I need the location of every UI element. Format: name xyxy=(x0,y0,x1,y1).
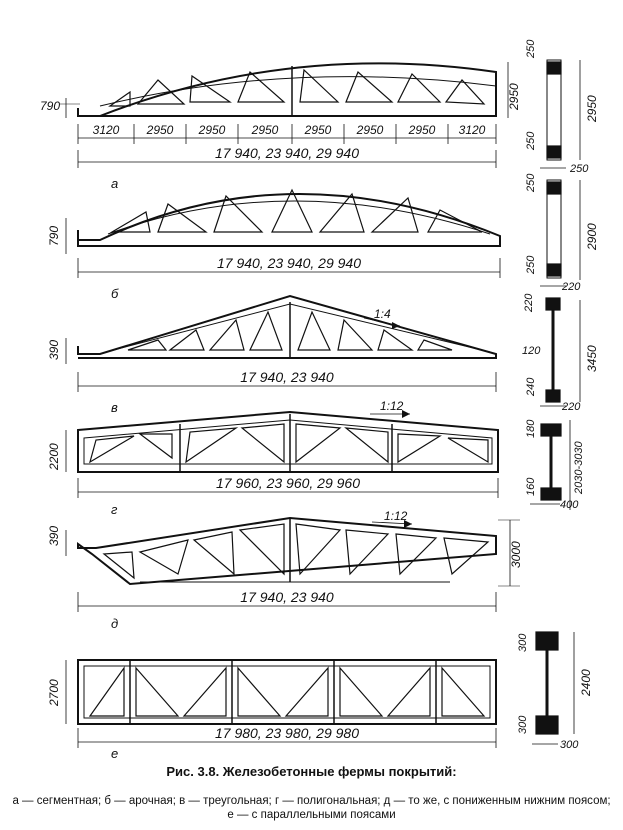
caption-title: Рис. 3.8. Железобетонные фермы покрытий: xyxy=(166,764,457,779)
section-e-bottom: 300 xyxy=(517,715,529,734)
section-g-width: 400 xyxy=(560,499,579,511)
section-a-top: 250 xyxy=(525,39,537,59)
rise-label-d: 3000 xyxy=(509,541,523,568)
letter-d: д xyxy=(111,616,118,631)
letter-e: е xyxy=(111,746,118,760)
span-label-g: 17 960, 23 960, 29 960 xyxy=(216,475,360,491)
panel-a-1: 3120 xyxy=(93,123,120,137)
span-label-e: 17 980, 23 980, 29 980 xyxy=(215,725,359,741)
section-e-width: 300 xyxy=(560,739,579,751)
section-g-bottom: 160 xyxy=(525,477,537,496)
section-b-top: 250 xyxy=(525,173,537,193)
height-label-d: 390 xyxy=(47,526,61,546)
panel-a-5: 2950 xyxy=(304,123,332,137)
panel-a-3: 2950 xyxy=(198,123,226,137)
section-c-width: 220 xyxy=(561,401,581,413)
panel-a-7: 2950 xyxy=(408,123,436,137)
section-b-bottom: 250 xyxy=(525,255,537,275)
section-c-top: 220 xyxy=(523,293,535,313)
truss-g: 1:12 2200 17 960, 23 960, 29 960 г 180 1… xyxy=(47,399,585,517)
section-e-top: 300 xyxy=(517,633,529,652)
span-label-c: 17 940, 23 940 xyxy=(240,369,334,385)
truss-e: 2700 17 980, 23 980, 29 980 е 300 300 24… xyxy=(47,631,593,760)
section-g-top: 180 xyxy=(525,419,537,438)
span-label-d: 17 940, 23 940 xyxy=(240,589,334,605)
section-c-bottom: 240 xyxy=(525,377,537,397)
span-label-b: 17 940, 23 940, 29 940 xyxy=(217,255,361,271)
section-g-height: 2030-3030 xyxy=(573,441,585,495)
rise-label-a: 2950 xyxy=(507,83,521,111)
section-a-width: 250 xyxy=(569,163,589,175)
truss-c: 1:4 390 17 940, 23 940 в 220 120 240 345… xyxy=(47,293,599,415)
letter-g: г xyxy=(111,502,118,517)
letter-b: б xyxy=(111,286,119,301)
section-b-height: 2900 xyxy=(585,223,599,251)
height-label-a: 790 xyxy=(40,99,60,113)
slope-label-c: 1:4 xyxy=(374,307,391,321)
panel-a-8: 3120 xyxy=(459,123,486,137)
section-a-height: 2950 xyxy=(585,95,599,123)
truss-a: 790 3120 2950 2950 2950 2950 2950 2950 3… xyxy=(40,39,599,191)
height-label-b: 790 xyxy=(47,226,61,246)
slope-label-g: 1:12 xyxy=(380,399,404,413)
slope-label-d: 1:12 xyxy=(384,509,408,523)
height-label-c: 390 xyxy=(47,340,61,360)
span-label-a: 17 940, 23 940, 29 940 xyxy=(215,145,359,161)
section-c-height: 3450 xyxy=(585,345,599,372)
height-label-e: 2700 xyxy=(47,679,61,707)
panel-a-2: 2950 xyxy=(146,123,174,137)
panel-a-6: 2950 xyxy=(356,123,384,137)
section-a-bottom: 250 xyxy=(525,131,537,151)
panel-a-4: 2950 xyxy=(251,123,279,137)
truss-b: 790 17 940, 23 940, 29 940 б 250 250 290… xyxy=(47,173,599,301)
height-label-g: 2200 xyxy=(47,443,61,471)
letter-a: а xyxy=(111,176,118,191)
section-c-middle: 120 xyxy=(522,345,541,357)
section-b-width: 220 xyxy=(561,281,581,293)
truss-d: 1:12 390 3000 17 940, 23 940 д xyxy=(47,509,523,631)
caption-text: а — сегментная; б — арочная; в — треугол… xyxy=(12,795,611,821)
section-e-height: 2400 xyxy=(579,669,593,697)
letter-c: в xyxy=(111,400,118,415)
truss-figure: 790 3120 2950 2950 2950 2950 2950 2950 3… xyxy=(40,39,599,760)
